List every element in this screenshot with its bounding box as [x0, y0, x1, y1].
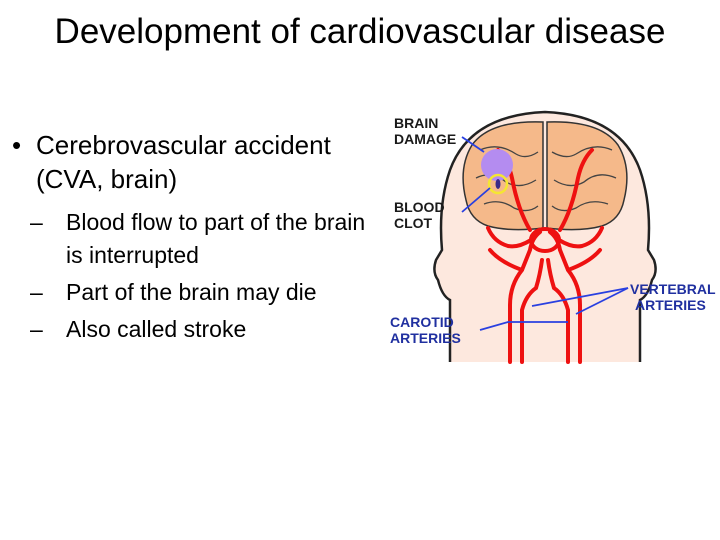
sub-bullet-text: Part of the brain may die	[66, 279, 317, 305]
sub-bullet-text: Blood flow to part of the brain is inter…	[66, 209, 366, 268]
brain-damage-area	[481, 149, 513, 181]
label-line: ARTERIES	[635, 297, 706, 313]
label-line: BRAIN	[394, 115, 438, 131]
sub-bullet-text: Also called stroke	[66, 316, 247, 342]
slide-title: Development of cardiovascular disease	[54, 12, 666, 51]
bullet-item: • Cerebrovascular accident (CVA, brain)	[10, 128, 370, 196]
label-carotid-arteries: CAROTID ARTERIES	[390, 314, 461, 346]
sub-bullet-item: – Blood flow to part of the brain is int…	[10, 206, 370, 272]
blood-clot-marker	[487, 173, 509, 195]
label-line: ARTERIES	[390, 330, 461, 346]
label-blood-clot: BLOOD CLOT	[394, 199, 448, 231]
label-line: BLOOD	[394, 199, 445, 215]
label-line: VERTEBRAL	[630, 281, 716, 297]
label-brain-damage: BRAIN DAMAGE	[394, 115, 456, 147]
bullet-list: • Cerebrovascular accident (CVA, brain) …	[10, 128, 370, 346]
brain-anatomy-figure: BRAIN DAMAGE BLOOD CLOT CAROTID ARTERIES…	[390, 110, 719, 364]
bullet-text: Cerebrovascular accident (CVA, brain)	[36, 130, 331, 194]
sub-bullet-item: – Part of the brain may die	[10, 276, 370, 309]
label-line: CLOT	[394, 215, 433, 231]
dash-marker: –	[30, 279, 43, 305]
dash-marker: –	[30, 316, 43, 342]
head-neck-outline	[433, 110, 657, 362]
sub-bullet-item: – Also called stroke	[10, 313, 370, 346]
label-line: DAMAGE	[394, 131, 456, 147]
label-line: CAROTID	[390, 314, 454, 330]
label-pointers	[461, 136, 629, 331]
dash-marker: –	[30, 209, 43, 235]
bullet-dot: •	[12, 130, 22, 160]
label-vertebral-arteries: VERTEBRAL ARTERIES	[630, 281, 719, 313]
clot-core	[495, 179, 501, 189]
